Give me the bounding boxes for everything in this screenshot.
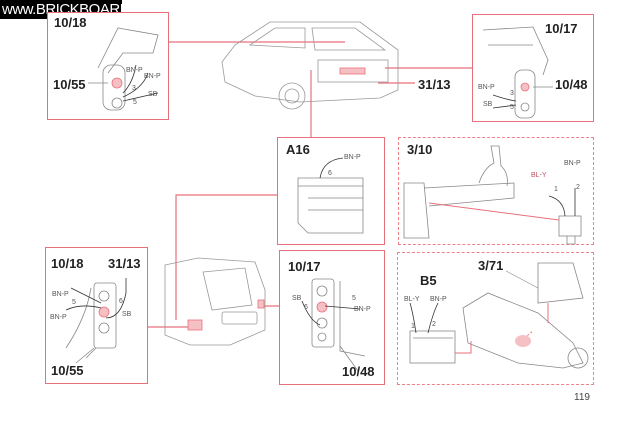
wagon-car-illustration bbox=[164, 257, 266, 346]
component-ref: A16 bbox=[286, 142, 310, 157]
wire-color: BN-P bbox=[144, 73, 161, 80]
wire-color: SB bbox=[483, 101, 493, 108]
sedan-car-illustration bbox=[221, 21, 399, 110]
wire-color: BN-P bbox=[126, 67, 143, 74]
wire-color: BN-P bbox=[430, 296, 447, 303]
pin-number: 2 bbox=[576, 184, 580, 191]
callout-label: 10/55 bbox=[51, 363, 84, 378]
pin-number: 1 bbox=[554, 186, 558, 193]
connector-line bbox=[175, 194, 277, 320]
pin-number: 3 bbox=[132, 85, 136, 92]
gear-lever-illustration bbox=[403, 145, 582, 245]
pin-number: 6 bbox=[119, 298, 123, 305]
wire-color: BN-P bbox=[354, 306, 371, 313]
wire-color: BN-P bbox=[50, 314, 67, 321]
tail-light-illustration bbox=[65, 278, 127, 364]
callout-label: 10/48 bbox=[555, 77, 588, 92]
component-ref: 10/17 bbox=[545, 21, 578, 36]
wire-color: BN-P bbox=[478, 84, 495, 91]
pin-number: 5 bbox=[510, 104, 514, 111]
tail-light-illustration bbox=[301, 278, 366, 372]
component-ref: 10/18 bbox=[54, 15, 87, 30]
wire-color: BL-Y bbox=[531, 172, 547, 179]
component-ref: 31/13 bbox=[108, 256, 141, 271]
transmission-illustration bbox=[409, 262, 589, 369]
rear-light-left-box: 10/18 10/55 BN-P BN-P SB 3 5 bbox=[47, 12, 169, 120]
wire-color: BN-P bbox=[344, 154, 361, 161]
pin-number: 5 bbox=[72, 299, 76, 306]
wagon-rear-light-right-box: 10/17 10/48 SB BN-P 6 5 bbox=[279, 250, 385, 385]
rear-light-right-box: 10/17 10/48 BN-P SB 3 5 bbox=[472, 14, 594, 122]
wire-color: SB bbox=[122, 311, 132, 318]
component-ref: 10/18 bbox=[51, 256, 84, 271]
pin-number: 6 bbox=[328, 170, 332, 177]
wire-color: SB bbox=[292, 295, 302, 302]
wire-color: BN-P bbox=[564, 160, 581, 167]
component-ref: B5 bbox=[420, 273, 437, 288]
automatic-transmission-box: B5 3/71 BL-Y BN-P 1 2 bbox=[397, 252, 594, 385]
pin-number: 1 bbox=[411, 323, 415, 330]
wagon-rear-light-left-box: 10/18 31/13 10/55 BN-P BN-P SB 5 6 bbox=[45, 247, 148, 384]
component-ref: 10/17 bbox=[288, 259, 321, 274]
wire-color: SB bbox=[148, 91, 158, 98]
pin-number: 5 bbox=[352, 295, 356, 302]
pin-number: 5 bbox=[133, 99, 137, 106]
wire-color: BL-Y bbox=[404, 296, 420, 303]
pin-number: 6 bbox=[304, 304, 308, 311]
pin-number: 2 bbox=[432, 321, 436, 328]
component-ref: 3/10 bbox=[407, 142, 433, 157]
callout-label: 3/71 bbox=[478, 258, 504, 273]
tail-light-illustration bbox=[482, 26, 553, 119]
tail-light-illustration bbox=[88, 27, 159, 111]
connector-a16-box: A16 BN-P 6 bbox=[277, 137, 385, 245]
connector-illustration bbox=[297, 157, 364, 234]
pin-number: 3 bbox=[510, 90, 514, 97]
callout-label: 31/13 bbox=[418, 77, 451, 92]
wire-color: BN-P bbox=[52, 291, 69, 298]
callout-label: 10/48 bbox=[342, 364, 375, 379]
callout-label: 10/55 bbox=[53, 77, 86, 92]
gear-switch-box: 3/10 BL-Y BN-P 1 2 bbox=[398, 137, 594, 245]
page-number: 119 bbox=[574, 392, 590, 403]
